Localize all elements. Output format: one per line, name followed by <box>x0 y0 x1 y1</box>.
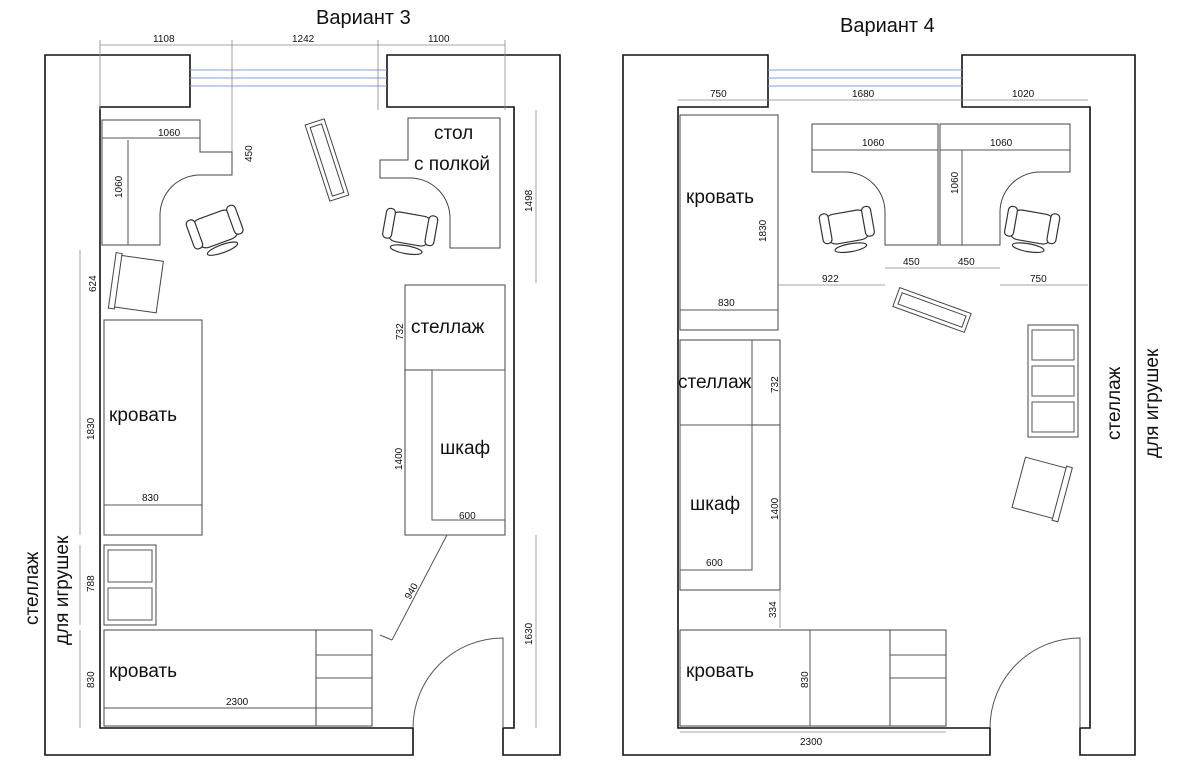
variant-3-plan: Вариант 3 1108 1242 1100 1060 1060 450 с… <box>22 7 561 756</box>
v4-dim-desk1-width: 1060 <box>862 138 885 149</box>
v4-dim-600: 600 <box>706 558 723 569</box>
v4-dim-450b: 450 <box>958 257 975 268</box>
v4-wardrobe-inner <box>679 424 753 571</box>
v4-corner-desk-2 <box>939 123 1071 246</box>
variant-4-plan: Вариант 4 750 1680 1020 кровать 1830 830… <box>622 15 1163 756</box>
v4-dim-2300: 2300 <box>800 737 823 748</box>
v3-dim-1498: 1498 <box>524 189 535 212</box>
v3-dim-bed-width: 830 <box>142 493 159 504</box>
v4-dim-922: 922 <box>822 274 839 285</box>
v3-dim-600: 600 <box>459 511 476 522</box>
v3-dim-top-right: 1100 <box>428 34 450 45</box>
v3-label-toy-shelf-line2: для игрушек <box>52 535 73 645</box>
v4-wardrobe <box>679 424 781 591</box>
v4-dim-top-mid: 1680 <box>852 89 875 100</box>
v3-dim-desk-depth: 1060 <box>114 175 125 198</box>
v3-dim-shelf-732: 732 <box>395 323 406 340</box>
variant-4-title: Вариант 4 <box>840 15 935 37</box>
v3-dim-top-mid: 1242 <box>292 34 315 45</box>
v3-toy-shelf-cell <box>107 549 153 583</box>
v3-bed-top <box>103 319 203 536</box>
v3-dim-1630: 1630 <box>524 622 535 645</box>
v3-corner-desk-right <box>379 117 501 249</box>
v4-dim-bed2-830: 830 <box>800 671 811 688</box>
v3-wall-left <box>44 54 414 756</box>
v4-dim-334: 334 <box>768 601 779 618</box>
v4-dim-bed-width: 830 <box>718 298 735 309</box>
v3-label-desk-line2: с полкой <box>414 154 490 175</box>
v4-dim-450a: 450 <box>903 257 920 268</box>
v3-dim-624: 624 <box>88 275 99 292</box>
v4-dim-top-left: 750 <box>710 89 727 100</box>
v4-small-table <box>1011 456 1073 523</box>
v3-wardrobe <box>404 369 506 536</box>
v4-dim-shelf-732: 732 <box>770 376 781 393</box>
v3-toy-shelf <box>103 544 157 626</box>
v4-office-chair-1 <box>818 205 876 254</box>
v3-dim-bed2-830: 830 <box>86 671 97 688</box>
v3-label-bed-top: кровать <box>109 405 177 426</box>
v3-diag-line <box>391 534 448 641</box>
v3-office-chair-right <box>381 207 439 256</box>
v4-dim-750: 750 <box>1030 274 1047 285</box>
v4-wall-left <box>622 54 991 756</box>
v4-dim-1400: 1400 <box>770 497 781 520</box>
v3-office-chair-left <box>185 204 244 256</box>
v4-label-wardrobe: шкаф <box>690 494 740 515</box>
v3-dim-940: 940 <box>403 581 421 601</box>
v4-dim-bed-length: 1830 <box>758 219 769 242</box>
v4-label-toy-shelf-line1: стеллаж <box>1104 366 1125 440</box>
v4-toy-shelf-cell <box>1031 401 1075 433</box>
v4-office-chair-2 <box>1003 205 1061 254</box>
v3-dim-788: 788 <box>86 575 97 592</box>
v3-dim-bed-length: 1830 <box>86 417 97 440</box>
v4-dim-desk2-width: 1060 <box>990 138 1013 149</box>
v3-dim-1400: 1400 <box>394 447 405 470</box>
v4-label-shelf: стеллаж <box>678 372 752 393</box>
v4-door <box>989 637 1081 729</box>
v3-label-wardrobe: шкаф <box>440 438 490 459</box>
v4-label-bed-top: кровать <box>686 187 754 208</box>
v4-corner-desk-1 <box>811 123 939 246</box>
v3-label-shelf: стеллаж <box>411 317 485 338</box>
v3-diag-line <box>379 634 393 641</box>
v3-door <box>412 637 504 729</box>
v4-label-toy-shelf-line2: для игрушек <box>1142 348 1163 458</box>
v3-label-toy-shelf-line1: стеллаж <box>22 551 43 625</box>
v3-dim-top-left: 1108 <box>153 34 175 45</box>
v3-dim-desk-width: 1060 <box>158 128 181 139</box>
v3-wardrobe-inner <box>431 369 506 521</box>
v3-bench <box>304 118 350 202</box>
v3-dim-450: 450 <box>244 145 255 162</box>
v3-label-desk-line1: стол <box>434 123 473 144</box>
v3-shelf <box>404 284 506 371</box>
v4-bed-top <box>679 114 779 331</box>
v4-bench <box>892 286 972 334</box>
v3-small-table <box>107 252 164 314</box>
v3-toy-shelf-cell <box>107 587 153 621</box>
v4-label-bed-bottom: кровать <box>686 661 754 682</box>
variant-3-title: Вариант 3 <box>316 7 411 29</box>
v4-toy-shelf <box>1027 324 1079 438</box>
v4-toy-shelf-cell <box>1031 365 1075 397</box>
v4-toy-shelf-cell <box>1031 329 1075 361</box>
v3-corner-desk-left <box>101 119 233 246</box>
v4-dim-top-right: 1020 <box>1012 89 1035 100</box>
v4-dim-desk-depth: 1060 <box>950 171 961 194</box>
v3-dim-2300: 2300 <box>226 697 249 708</box>
v3-label-bed-bottom: кровать <box>109 661 177 682</box>
